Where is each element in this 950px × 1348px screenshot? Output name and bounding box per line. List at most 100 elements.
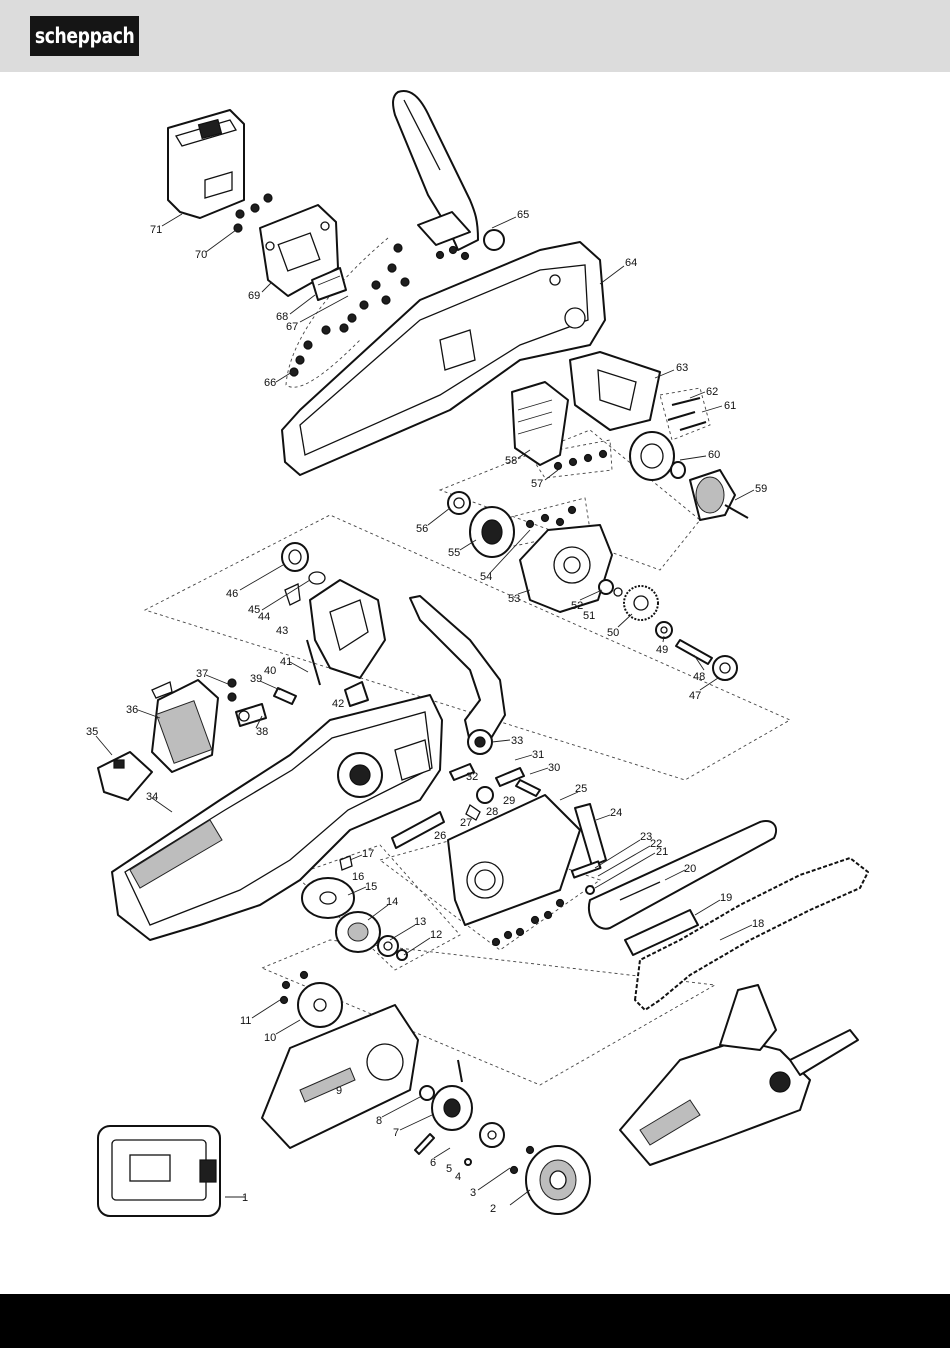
part-47-bearing: [713, 656, 737, 680]
assembled-chainsaw-preview: [620, 985, 858, 1165]
part-56-bearing: [448, 492, 470, 514]
callout-30: 30: [548, 762, 560, 774]
part-6-spring: [415, 1134, 434, 1154]
brand-logo-text: scheppach: [35, 24, 134, 48]
callout-42: 42: [332, 698, 344, 710]
callout-43: 43: [276, 625, 288, 637]
part-35-switch: [98, 752, 152, 800]
callout-51: 51: [583, 610, 595, 622]
callout-36: 36: [126, 704, 138, 716]
callout-63: 63: [676, 362, 688, 374]
part-63-motor-cover: [570, 352, 660, 430]
callout-24: 24: [610, 807, 622, 819]
callout-27: 27: [460, 817, 472, 829]
callout-34: 34: [146, 791, 158, 803]
part-40-41-oil-tubes: [274, 640, 320, 704]
callout-61: 61: [724, 400, 736, 412]
callout-70: 70: [195, 249, 207, 261]
callout-48: 48: [693, 671, 705, 683]
callout-52: 52: [571, 600, 583, 612]
part-60-bearing-housing: [630, 432, 685, 480]
callout-3: 3: [470, 1187, 476, 1199]
callout-37: 37: [196, 668, 208, 680]
callout-15: 15: [365, 881, 377, 893]
callout-10: 10: [264, 1032, 276, 1044]
callout-46: 46: [226, 588, 238, 600]
callout-53: 53: [508, 593, 520, 605]
callout-31: 31: [532, 749, 544, 761]
callout-6: 6: [430, 1157, 436, 1169]
callout-16: 16: [352, 871, 364, 883]
callout-7: 7: [393, 1127, 399, 1139]
part-58-fan-shroud: [512, 382, 568, 465]
part-59-armature: [690, 470, 748, 520]
part-24-tensioner: [575, 804, 606, 866]
callout-50: 50: [607, 627, 619, 639]
callout-25: 25: [575, 783, 587, 795]
callout-9: 9: [336, 1085, 342, 1097]
callout-13: 13: [414, 916, 426, 928]
callout-28: 28: [486, 806, 498, 818]
callout-56: 56: [416, 523, 428, 535]
callout-39: 39: [250, 673, 262, 685]
callout-66: 66: [264, 377, 276, 389]
callout-35: 35: [86, 726, 98, 738]
callout-12: 12: [430, 929, 442, 941]
page-footer: [0, 1294, 950, 1348]
exploded-parts-diagram: 1 2 3 4 5 6 7 8 9 10 11 12 13 14 15 16 1…: [0, 72, 950, 1292]
part-43-oil-tank: [310, 580, 385, 678]
callout-62: 62: [706, 386, 718, 398]
callout-23: 23: [640, 831, 652, 843]
callout-17: 17: [362, 848, 374, 860]
part-65-screws: [437, 247, 469, 260]
callout-69: 69: [248, 290, 260, 302]
part-21-23-shims: [572, 861, 601, 894]
part-50-gear: [624, 586, 658, 620]
callout-54: 54: [480, 571, 492, 583]
callout-20: 20: [684, 863, 696, 875]
part-57-screws: [555, 451, 607, 470]
callout-45: 45: [248, 604, 260, 616]
part-1-battery-adapter: [98, 1126, 220, 1216]
callout-29: 29: [503, 795, 515, 807]
part-46-oil-cap: [282, 543, 308, 571]
callout-57: 57: [531, 478, 543, 490]
part-48-shaft: [676, 640, 712, 664]
callout-40: 40: [264, 665, 276, 677]
callout-41: 41: [280, 656, 292, 668]
part-42-bracket: [345, 682, 368, 706]
callout-1: 1: [242, 1192, 248, 1204]
callout-32: 32: [466, 771, 478, 783]
callout-64: 64: [625, 257, 637, 269]
part-2-tension-knob: [526, 1146, 590, 1214]
page-header: scheppach: [0, 0, 950, 72]
part-7-brake-plate: [432, 1060, 472, 1130]
part-71-battery-pack: [168, 110, 244, 218]
callout-59: 59: [755, 483, 767, 495]
part-54-screws: [527, 507, 576, 528]
callout-4: 4: [455, 1171, 461, 1183]
part-10-disc: [298, 983, 342, 1027]
callout-49: 49: [656, 644, 668, 656]
callout-19: 19: [720, 892, 732, 904]
callout-55: 55: [448, 547, 460, 559]
callout-68: 68: [276, 311, 288, 323]
part-61-62-pins: [668, 398, 706, 430]
part-53-gearbox-housing: [520, 525, 612, 612]
callout-65: 65: [517, 209, 529, 221]
callout-18: 18: [752, 918, 764, 930]
callout-26: 26: [434, 830, 446, 842]
callout-8: 8: [376, 1115, 382, 1127]
part-49-washer: [656, 622, 672, 638]
part-55-stator: [470, 507, 514, 557]
callout-38: 38: [256, 726, 268, 738]
callout-2: 2: [490, 1203, 496, 1215]
part-14-sprocket: [336, 912, 380, 952]
callout-60: 60: [708, 449, 720, 461]
part-12-13-washers: [378, 936, 407, 960]
callout-5: 5: [446, 1163, 452, 1175]
callout-11: 11: [240, 1015, 251, 1027]
callout-58: 58: [505, 455, 517, 467]
callout-71: 71: [150, 224, 162, 236]
brand-logo: scheppach: [30, 16, 139, 56]
